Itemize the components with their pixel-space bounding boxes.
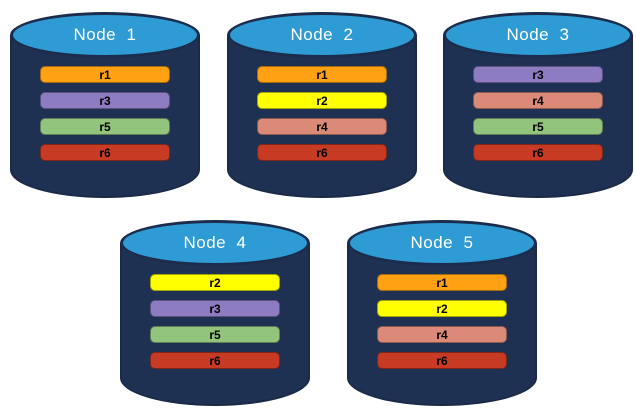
replica-bar-r2: r2 [150, 274, 280, 291]
replica-bar-r6: r6 [473, 144, 603, 161]
replica-bar-r4: r4 [473, 92, 603, 109]
replica-bar-r3: r3 [150, 300, 280, 317]
replica-label: r6 [316, 145, 328, 160]
replica-label: r6 [209, 353, 221, 368]
node-2-cylinder-top: Node 2 [227, 12, 417, 58]
node-5-cylinder-top: Node 5 [347, 220, 537, 266]
replica-label: r2 [436, 301, 448, 316]
replica-label: r5 [532, 119, 544, 134]
replica-bar-r3: r3 [40, 92, 170, 109]
replica-bar-r1: r1 [257, 66, 387, 83]
replica-bar-r6: r6 [150, 352, 280, 369]
node-3-cylinder-top: Node 3 [443, 12, 633, 58]
node-4-cylinder-body [120, 243, 310, 406]
node-1: Node 1 r1 r3 r5 r6 [10, 12, 200, 198]
node-title: Node 3 [506, 25, 570, 44]
replica-label: r5 [209, 327, 221, 342]
replica-label: r4 [316, 119, 328, 134]
node-5: Node 5 r1 r2 r4 r6 [347, 220, 537, 406]
node-3: Node 3 r3 r4 r5 r6 [443, 12, 633, 198]
node-1-replica-list: r1 r3 r5 r6 [40, 66, 170, 161]
replica-label: r3 [532, 67, 544, 82]
replica-label: r6 [99, 145, 111, 160]
replica-label: r4 [436, 327, 448, 342]
node-2: Node 2 r1 r2 r4 r6 [227, 12, 417, 198]
node-2-replica-list: r1 r2 r4 r6 [257, 66, 387, 161]
node-title: Node 1 [73, 25, 137, 44]
node-3-cylinder-body [443, 35, 633, 198]
replica-bar-r1: r1 [377, 274, 507, 291]
node-title: Node 4 [183, 233, 247, 252]
replica-label: r6 [532, 145, 544, 160]
replica-bar-r5: r5 [40, 118, 170, 135]
replica-bar-r2: r2 [377, 300, 507, 317]
node-5-cylinder-body [347, 243, 537, 406]
node-4-cylinder-top: Node 4 [120, 220, 310, 266]
replica-label: r1 [316, 67, 328, 82]
node-1-cylinder-top: Node 1 [10, 12, 200, 58]
replica-bar-r5: r5 [473, 118, 603, 135]
replica-bar-r6: r6 [40, 144, 170, 161]
replica-bar-r6: r6 [377, 352, 507, 369]
node-5-replica-list: r1 r2 r4 r6 [377, 274, 507, 369]
replica-bar-r1: r1 [40, 66, 170, 83]
replica-label: r1 [99, 67, 111, 82]
replica-label: r1 [436, 275, 448, 290]
node-2-cylinder-body [227, 35, 417, 198]
replica-label: r6 [436, 353, 448, 368]
node-4-replica-list: r2 r3 r5 r6 [150, 274, 280, 369]
replica-label: r2 [316, 93, 328, 108]
replica-label: r3 [99, 93, 111, 108]
replica-label: r2 [209, 275, 221, 290]
replica-bar-r2: r2 [257, 92, 387, 109]
replica-bar-r6: r6 [257, 144, 387, 161]
node-4: Node 4 r2 r3 r5 r6 [120, 220, 310, 406]
node-3-replica-list: r3 r4 r5 r6 [473, 66, 603, 161]
replica-bar-r4: r4 [257, 118, 387, 135]
node-1-cylinder-body [10, 35, 200, 198]
replica-label: r3 [209, 301, 221, 316]
replica-label: r4 [532, 93, 544, 108]
node-title: Node 2 [290, 25, 354, 44]
replica-bar-r3: r3 [473, 66, 603, 83]
node-title: Node 5 [410, 233, 474, 252]
replica-bar-r4: r4 [377, 326, 507, 343]
replica-label: r5 [99, 119, 111, 134]
replica-bar-r5: r5 [150, 326, 280, 343]
